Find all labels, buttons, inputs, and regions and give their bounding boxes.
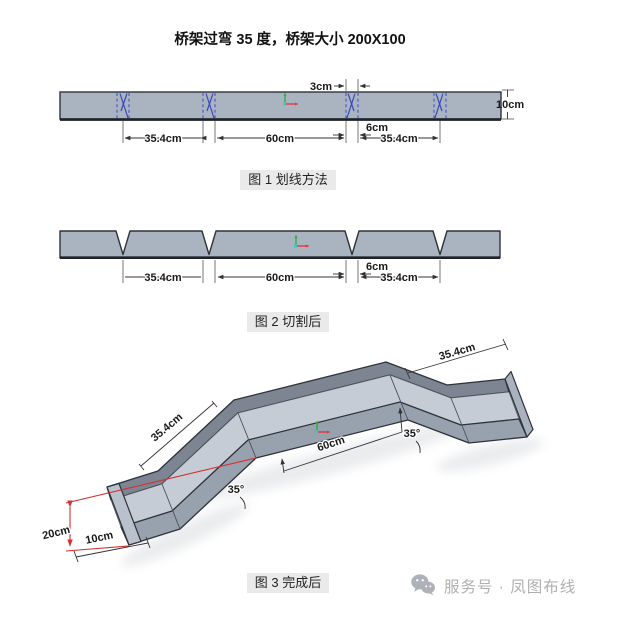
figure2-drawing: 35.4cm 60cm 6cm 35.4cm [59,230,501,285]
red-reference-dimension [65,457,257,552]
tray-left-end-face [106,482,142,546]
dim-label-20cm: 20cm [41,524,71,543]
figure3-drawing: 20cm 10cm 35.4cm 60cm 35.4cm [40,338,544,567]
dim-10cm: 10cm [496,89,524,120]
dim-label-6cm: 6cm [366,261,388,273]
dim-label-60cm: 60cm [266,272,294,284]
watermark-text: 服务号 · 凤图布线 [444,578,577,596]
dim-label-10cm: 10cm [496,99,524,111]
bottom-dimensions: 35.4cm 60cm 6cm 35.4cm [122,260,441,285]
dim-label-6cm: 6cm [366,122,388,134]
dim-label-35-4-left: 35.4cm [144,133,182,145]
dim-3cm: 3cm [310,79,370,93]
tray-interior-floor [110,374,520,528]
figure1-caption: 图 1 划线方法 [0,170,576,190]
tray-bar-notched [59,230,501,259]
angle-annotations: 35° 35° [226,427,422,510]
axis-icon [283,92,299,106]
axis-icon [315,420,331,434]
dim-label-3cm: 3cm [310,81,332,93]
figure1-drawing: 3cm 10cm 35.4cm 60cm 6cm [59,79,524,146]
watermark: 服务号 · 凤图布线 [410,572,576,599]
dim-label-35-4-right: 35.4cm [380,272,418,284]
figure2-caption: 图 2 切割后 [0,312,576,332]
dim-incline-right: 35.4cm [404,338,509,380]
wechat-icon [411,574,436,596]
angle-label-right: 35° [404,428,421,440]
axis-icon [294,234,310,248]
dim-label-35-4-right: 35.4cm [438,341,477,363]
dim-label-60cm: 60cm [266,133,294,145]
tray-bar [59,91,502,120]
dim-label-35-4-left: 35.4cm [144,272,182,284]
cut-marks [116,93,447,119]
bottom-dimensions: 35.4cm 60cm 6cm 35.4cm [122,121,441,146]
page-title: 桥架过弯 35 度，桥架大小 200X100 [174,32,406,48]
tray-right-end-face [504,370,534,438]
shadow [121,423,544,567]
angle-label-left: 35° [228,484,245,496]
figure3-caption: 图 3 完成后 [0,573,576,593]
dim-label-10cm: 10cm [84,529,114,547]
dim-label-35-4-right: 35.4cm [380,133,418,145]
tray-3d [106,361,534,546]
dim-label-35-4-left: 35.4cm [149,411,185,444]
